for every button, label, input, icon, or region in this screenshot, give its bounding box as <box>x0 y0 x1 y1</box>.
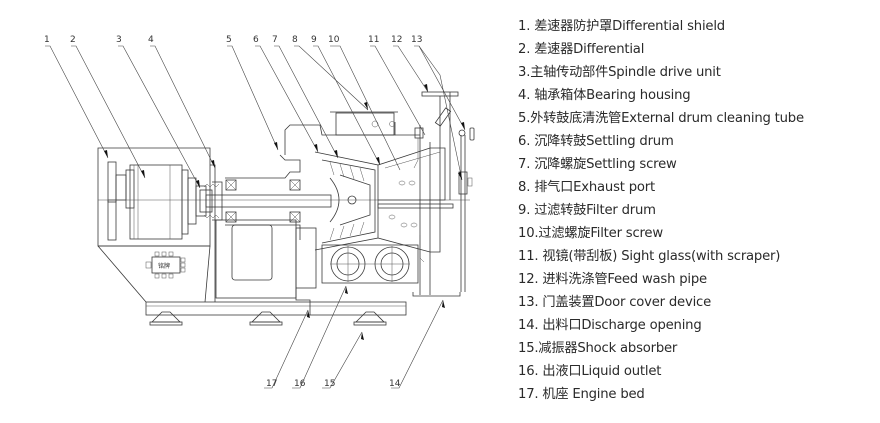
leader-arrowheads <box>104 84 465 340</box>
callout-6: 6 <box>253 35 259 45</box>
legend-item: 17. 机座 Engine bed <box>518 387 645 402</box>
legend-item: 11. 视镜(带刮板) Sight glass(with scraper) <box>518 249 781 264</box>
legend-item: 2. 差速器Differential <box>518 42 645 57</box>
upper-casing <box>284 111 421 155</box>
parts-legend: 1. 差速器防护罩Differential shield 2. 差速器Diffe… <box>518 15 878 406</box>
callout-8: 8 <box>292 35 298 45</box>
leader-lines <box>45 45 466 389</box>
callout-12: 12 <box>391 35 402 45</box>
drum-assembly <box>314 91 475 297</box>
callout-5: 5 <box>226 35 232 45</box>
callout-9: 9 <box>311 35 317 45</box>
legend-item: 7. 沉降螺旋Settling screw <box>518 157 677 172</box>
legend-item: 15.减振器Shock absorber <box>518 341 678 356</box>
callout-17: 17 <box>266 379 277 389</box>
spindle-bearing-housing <box>199 154 332 240</box>
shock-absorbers <box>149 311 387 326</box>
callout-14: 14 <box>389 379 401 389</box>
centrifuge-cross-section-drawing: 铭牌 <box>44 35 475 389</box>
differential-assembly <box>98 161 470 241</box>
callout-7: 7 <box>272 35 278 45</box>
nameplate: 铭牌 <box>145 251 186 279</box>
nameplate-text: 铭牌 <box>158 262 170 270</box>
callout-13: 13 <box>411 35 422 45</box>
legend-item: 12. 进料洗涤管Feed wash pipe <box>518 272 707 287</box>
legend-item: 5.外转鼓底清洗管External drum cleaning tube <box>518 111 804 126</box>
liquid-outlets <box>321 244 419 284</box>
callout-11: 11 <box>368 35 379 45</box>
legend-item: 8. 排气口Exhaust port <box>518 180 655 195</box>
callout-1: 1 <box>44 35 50 45</box>
legend-item: 10.过滤螺旋Filter screw <box>518 226 663 241</box>
legend-item: 16. 出液口Liquid outlet <box>518 364 662 379</box>
legend-item: 3.主轴传动部件Spindle drive unit <box>518 65 721 80</box>
callout-10: 10 <box>328 35 340 45</box>
callout-numbers: 1 2 3 4 5 6 7 8 9 10 11 12 13 14 15 16 1… <box>44 35 422 389</box>
legend-item: 9. 过滤转鼓Filter drum <box>518 203 656 218</box>
legend-item: 1. 差速器防护罩Differential shield <box>518 19 725 34</box>
callout-3: 3 <box>116 35 122 45</box>
legend-item: 13. 门盖装置Door cover device <box>518 295 712 310</box>
callout-15: 15 <box>324 379 335 389</box>
legend-item: 14. 出料口Discharge opening <box>518 318 702 333</box>
callout-2: 2 <box>70 35 76 45</box>
legend-item: 4. 轴承箱体Bearing housing <box>518 88 691 103</box>
callout-4: 4 <box>148 35 154 45</box>
callout-16: 16 <box>294 379 306 389</box>
legend-item: 6. 沉降转鼓Settling drum <box>518 134 674 149</box>
